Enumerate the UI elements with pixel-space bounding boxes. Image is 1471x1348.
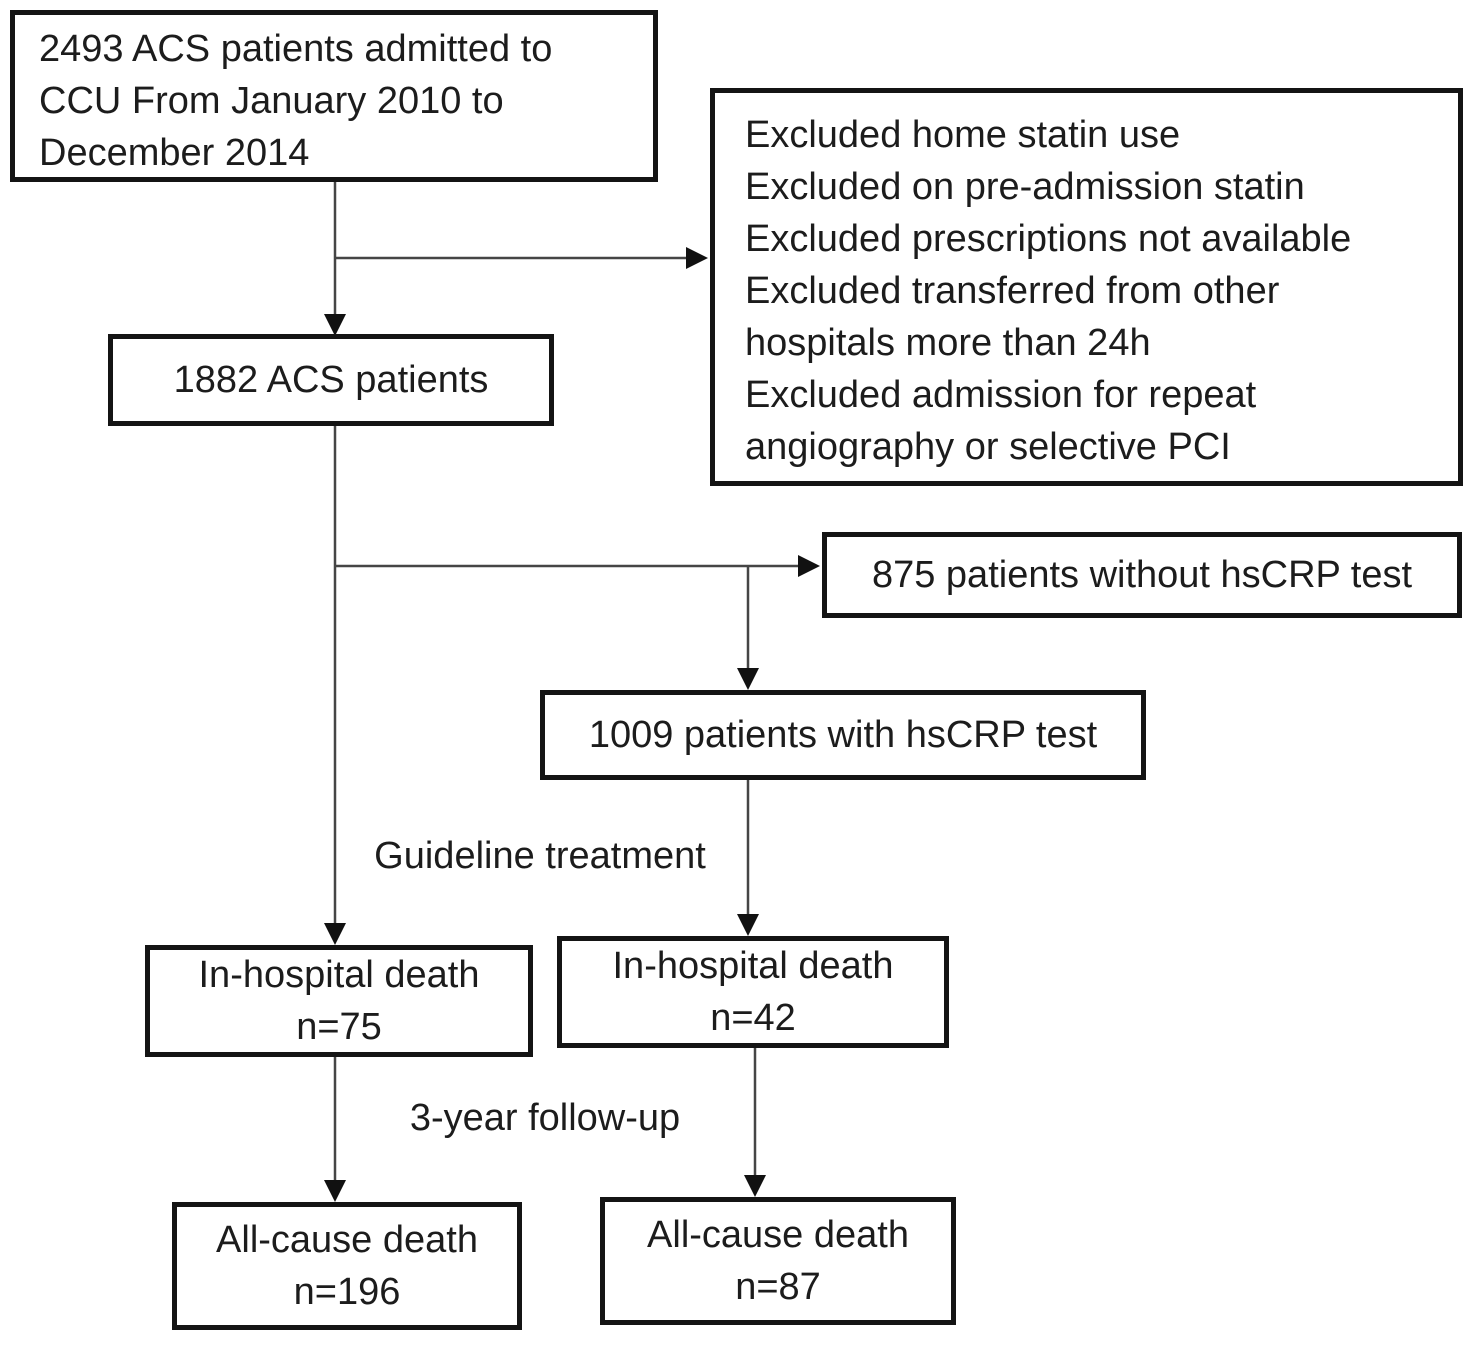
arrowhead-into-excluded <box>686 247 708 269</box>
node-allcause-death-left: All-cause death n=196 <box>172 1202 522 1330</box>
arrowhead-into-inhospital-right <box>737 914 759 936</box>
node-text-line: All-cause death <box>647 1214 909 1256</box>
node-exclusions: Excluded home statin use Excluded on pre… <box>710 88 1463 486</box>
edge-label-guideline-treatment: Guideline treatment <box>374 835 706 877</box>
node-initial-cohort: 2493 ACS patients admitted to CCU From J… <box>10 10 658 182</box>
arrowhead-into-acs1882 <box>324 314 346 336</box>
node-text-line: Excluded admission for repeat <box>745 374 1257 416</box>
node-text-line: Excluded prescriptions not available <box>745 218 1352 260</box>
node-text-line: All-cause death <box>216 1219 478 1261</box>
node-text-line: CCU From January 2010 to <box>39 80 504 122</box>
node-text-line: Excluded on pre-admission statin <box>745 166 1305 208</box>
node-count: n=196 <box>293 1271 401 1313</box>
arrowhead-into-inhospital-left <box>324 923 346 945</box>
node-text-line: December 2014 <box>39 132 310 174</box>
node-without-hscrp: 875 patients without hsCRP test <box>822 532 1462 618</box>
node-allcause-death-right: All-cause death n=87 <box>600 1197 956 1325</box>
arrowhead-into-allcause-left <box>324 1180 346 1202</box>
arrowhead-into-allcause-right <box>744 1175 766 1197</box>
node-text-line: 2493 ACS patients admitted to <box>39 28 553 70</box>
node-text: 1882 ACS patients <box>173 359 489 401</box>
node-text-line: Excluded home statin use <box>745 114 1181 156</box>
node-acs-1882: 1882 ACS patients <box>108 334 554 426</box>
node-text: 875 patients without hsCRP test <box>871 554 1413 596</box>
node-text-line: In-hospital death <box>612 945 894 987</box>
node-with-hscrp: 1009 patients with hsCRP test <box>540 690 1146 780</box>
node-count: n=75 <box>296 1006 382 1048</box>
node-count: n=42 <box>710 997 796 1039</box>
arrowhead-into-without-hscrp <box>798 555 820 577</box>
node-text-line: hospitals more than 24h <box>745 322 1151 364</box>
edge-label-3year-followup: 3-year follow-up <box>409 1097 681 1139</box>
arrowhead-into-with-hscrp <box>737 668 759 690</box>
node-count: n=87 <box>735 1266 821 1308</box>
node-inhospital-death-left: In-hospital death n=75 <box>145 945 533 1057</box>
node-text-line: angiography or selective PCI <box>745 426 1231 468</box>
node-inhospital-death-right: In-hospital death n=42 <box>557 936 949 1048</box>
node-text-line: In-hospital death <box>198 954 480 996</box>
node-text-line: Excluded transferred from other <box>745 270 1280 312</box>
node-text: 1009 patients with hsCRP test <box>588 714 1098 756</box>
